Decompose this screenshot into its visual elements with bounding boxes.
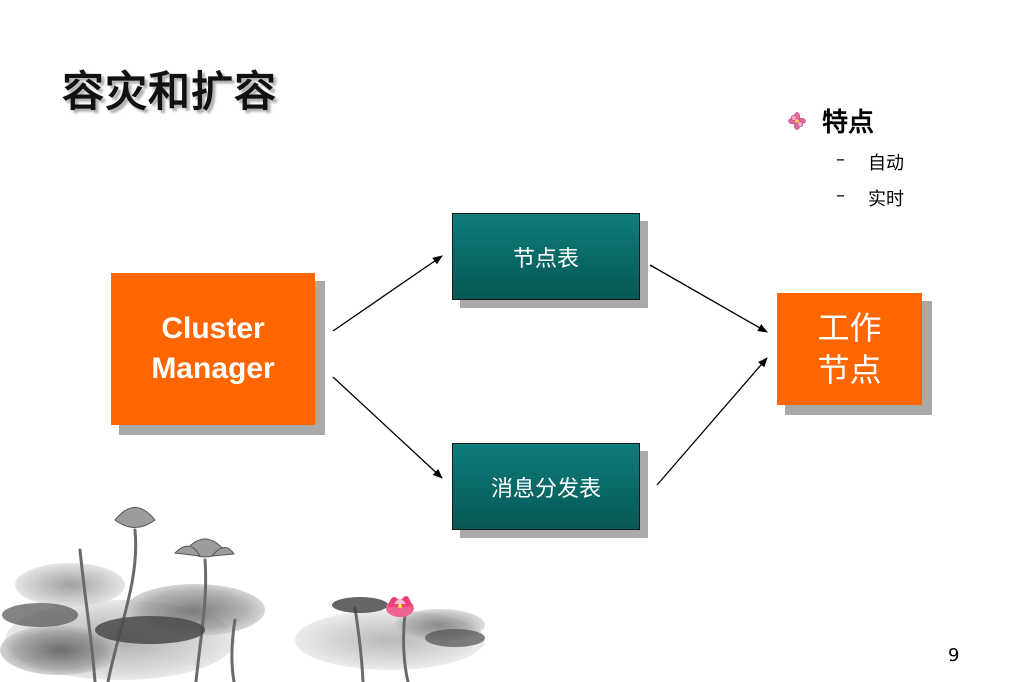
features-list: 特点 – 自动 – 实时 [788, 102, 904, 211]
page-number: 9 [948, 645, 960, 666]
cluster-manager-line1: Cluster [161, 312, 265, 345]
feature-item: – 实时 [836, 185, 904, 211]
flower-bullet-icon [788, 111, 806, 130]
pink-lotus-icon [386, 596, 414, 617]
feature-item-label: 自动 [868, 153, 904, 174]
arrow-node-table-to-worker [649, 264, 768, 333]
worker-node-box: 工作 节点 [777, 293, 922, 405]
arrow-message-table-to-worker [656, 357, 768, 486]
cluster-manager-line2: Manager [151, 352, 275, 385]
arrow-cm-to-node-table [332, 255, 443, 332]
feature-item: – 自动 [836, 149, 904, 175]
worker-node-line1: 工作 [817, 309, 882, 347]
node-table-box: 节点表 [452, 213, 640, 300]
message-table-box: 消息分发表 [452, 443, 640, 530]
dash-bullet: – [836, 185, 845, 206]
cluster-manager-box: Cluster Manager [111, 273, 315, 425]
arrow-cm-to-message-table [332, 376, 443, 479]
lotus-painting-decoration [0, 507, 485, 682]
node-table-label: 节点表 [512, 246, 579, 272]
features-heading-row: 特点 [788, 102, 904, 139]
dash-bullet: – [836, 149, 845, 170]
features-heading: 特点 [822, 108, 875, 138]
slide-title: 容灾和扩容 [62, 67, 278, 116]
message-table-label: 消息分发表 [490, 476, 601, 502]
worker-node-line2: 节点 [817, 351, 882, 389]
feature-item-label: 实时 [868, 189, 904, 210]
